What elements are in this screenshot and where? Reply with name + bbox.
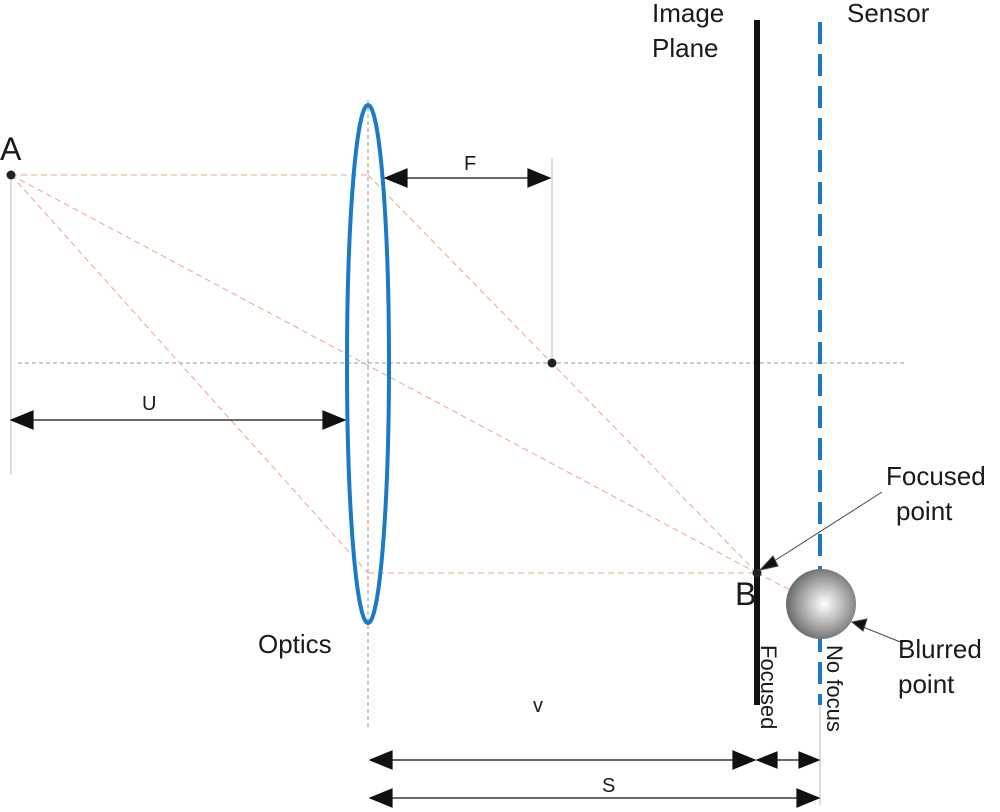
focused-point-pointer-line [767, 491, 883, 566]
v-arrow-right [732, 750, 757, 770]
u-arrow-left [9, 410, 34, 430]
no-focus-vertical-label: No focus [822, 645, 847, 732]
point-a-label: A [0, 131, 22, 167]
v-arrow-left [368, 750, 393, 770]
image-plane-label-line1: Image [652, 0, 724, 28]
gap-arrow-right [798, 751, 821, 769]
lens [345, 103, 391, 625]
f-arrow-left [383, 168, 408, 188]
ray-past-focus [756, 572, 821, 606]
ray-to-lens-bottom [10, 174, 369, 574]
blurred-point-pointer-head [850, 618, 868, 632]
dimension-arrows [9, 168, 821, 808]
ray-through-center [10, 174, 758, 574]
callout-arrows [758, 491, 904, 644]
point-b-dot [752, 568, 762, 578]
blurred-point-label-line2: point [898, 669, 955, 699]
blurred-point-pointer-line [857, 624, 904, 644]
light-rays [10, 174, 821, 606]
sensor-distance-label: S [602, 775, 615, 797]
focal-length-label: F [464, 153, 476, 175]
image-plane-label-line2: Plane [652, 33, 719, 63]
point-b-label: B [735, 576, 756, 612]
focused-vertical-label: Focused [756, 645, 781, 729]
sensor-label: Sensor [847, 0, 930, 28]
focused-point-label-line2: point [896, 496, 953, 526]
s-arrow-right [796, 788, 821, 808]
ray-through-focus [367, 174, 758, 574]
blurred-point-disc [786, 569, 856, 639]
s-arrow-left [368, 788, 393, 808]
focal-point-dot [547, 358, 557, 368]
image-distance-label: v [533, 695, 543, 717]
blurred-point-label-line1: Blurred [898, 634, 982, 664]
object-distance-label: U [142, 393, 156, 415]
f-arrow-right [527, 168, 552, 188]
optics-label: Optics [258, 629, 332, 659]
point-a-dot [6, 170, 16, 180]
focused-point-label-line1: Focused [886, 461, 986, 491]
gap-arrow-left [755, 751, 778, 769]
focused-point-pointer-head [758, 555, 779, 571]
u-arrow-right [322, 410, 347, 430]
